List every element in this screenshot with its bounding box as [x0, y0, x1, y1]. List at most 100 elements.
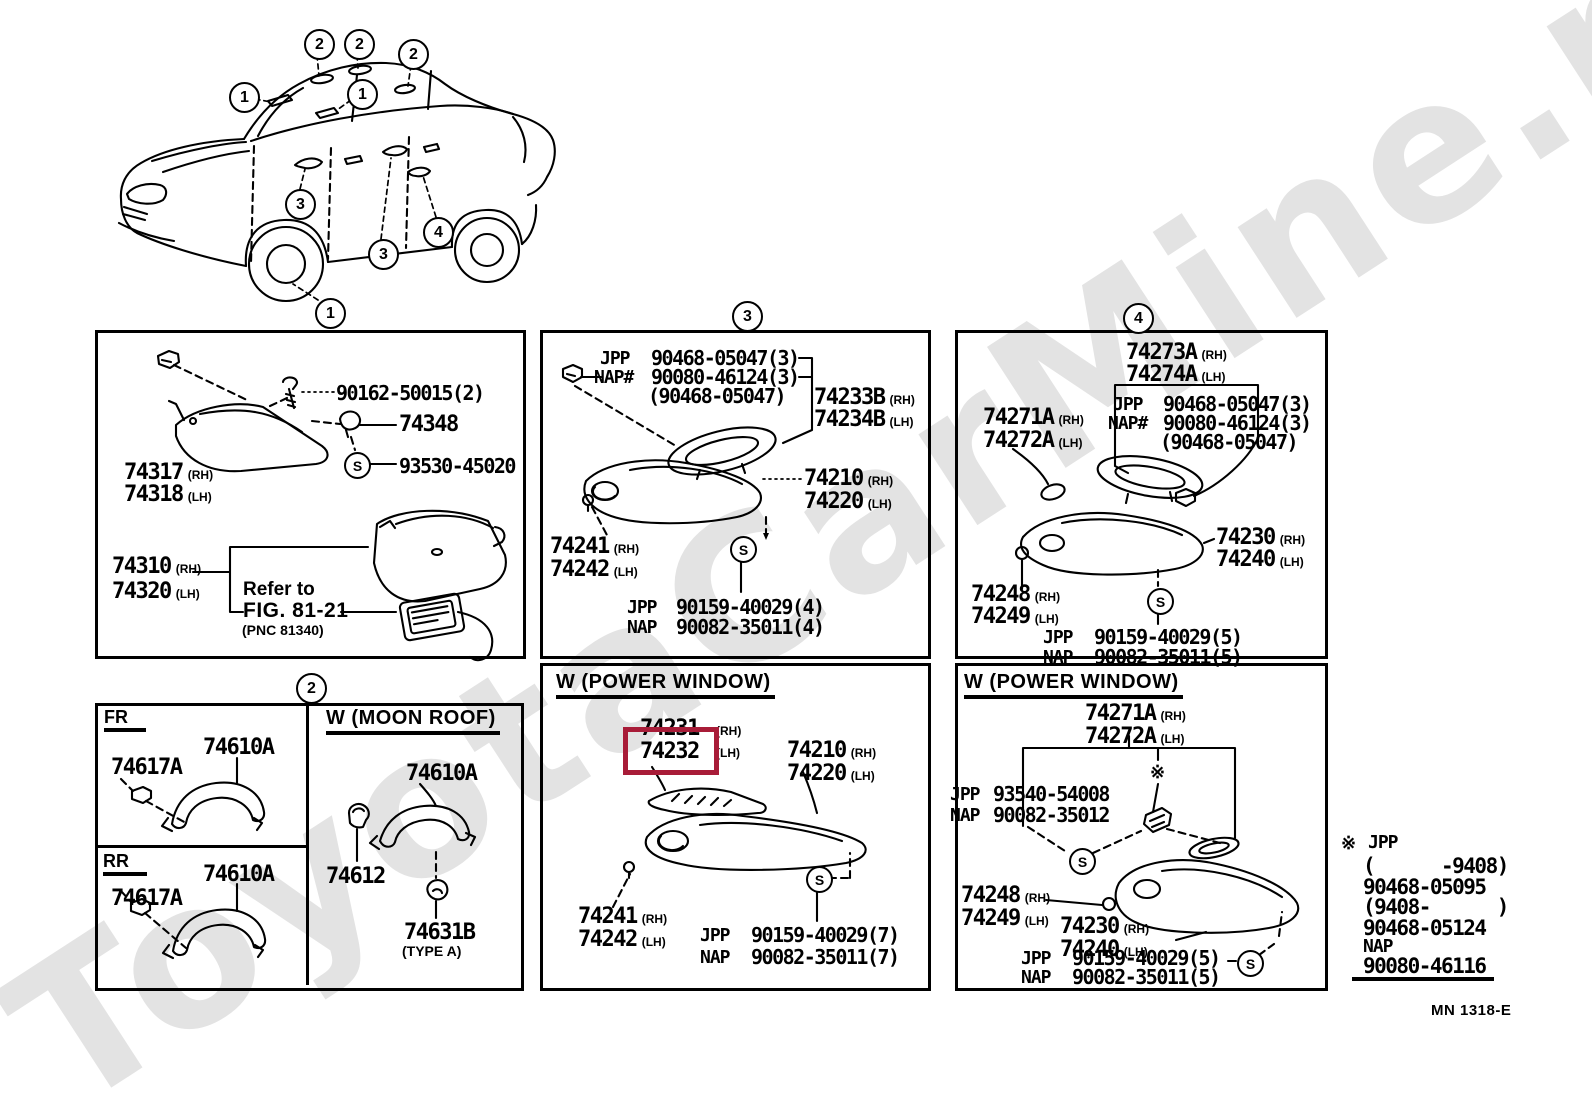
car-callout-2c: 2 [398, 39, 429, 70]
part-number: 74273A [1126, 340, 1198, 365]
part-number: 74272A [983, 428, 1055, 453]
side-marker: (RH) [175, 562, 202, 576]
box-power-window-front [540, 663, 931, 991]
nap-tag: NAP [1021, 967, 1051, 988]
part-74610A-moon: 74610A [406, 761, 478, 786]
jpp-tag: JPP [950, 784, 980, 805]
date-range-2: (9408- ) [1363, 895, 1509, 919]
callout-number: 4 [434, 223, 443, 241]
part-90082-35011-5b: 90082-35011(5) [1072, 965, 1221, 989]
part-74617A-rr: 74617A [111, 886, 183, 911]
part-74612: 74612 [326, 864, 386, 889]
refer-to-text: Refer to [243, 579, 315, 600]
part-74274A: 74274A(LH) [1126, 364, 1225, 386]
part-74610A-rr: 74610A [203, 862, 275, 887]
side-marker: (LH) [641, 935, 666, 949]
highlight-74232 [623, 727, 719, 775]
part-74249: 74249(LH) [971, 606, 1059, 628]
part-number: 74240 [1216, 547, 1276, 572]
car-illustration [117, 54, 556, 303]
jpp-tag: JPP [700, 925, 730, 946]
callout-box3: 3 [732, 301, 763, 332]
part-74272A: 74272A(LH) [1085, 726, 1184, 748]
part-90159-40029-5: 90159-40029(5) [1094, 625, 1243, 649]
nap-tag: NAP [1043, 647, 1073, 668]
part-number: 74241 [550, 534, 610, 559]
part-90159-40029-4: 90159-40029(4) [676, 595, 825, 619]
part-93530-45020: 93530-45020 [399, 454, 516, 478]
side-marker: (LH) [1058, 436, 1083, 450]
part-90082-35011-5: 90082-35011(5) [1094, 645, 1243, 669]
side-marker: (LH) [175, 587, 200, 601]
side-marker: (RH) [1123, 922, 1150, 936]
part-74230: 74230(RH) [1216, 527, 1305, 549]
part-number: 74310 [112, 554, 172, 579]
car-callout-2a: 2 [304, 29, 335, 60]
side-marker: (LH) [1201, 370, 1226, 384]
nap-tag: NAP [1363, 936, 1393, 957]
callout-box2: 2 [296, 673, 327, 704]
part-number: 74271A [1085, 701, 1157, 726]
box-front-armrest [540, 330, 931, 659]
part-90082-35012: 90082-35012 [993, 803, 1110, 827]
part-number: 74242 [550, 557, 610, 582]
part-74240: 74240(LH) [1060, 939, 1148, 961]
part-number: 74320 [112, 579, 172, 604]
jpp-tag: JPP [1021, 948, 1051, 969]
car-callout-2b: 2 [344, 29, 375, 60]
jpp-tag: JPP [600, 348, 630, 369]
s-symbol: S [344, 452, 371, 479]
side-marker: (LH) [889, 415, 914, 429]
part-74233B: 74233B(RH) [814, 387, 915, 409]
side-marker: (LH) [187, 490, 212, 504]
side-marker: (LH) [867, 497, 892, 511]
s-letter: S [1077, 853, 1088, 870]
part-number: 74233B [814, 385, 886, 410]
part-90080-46124: 90080-46124(3) [651, 365, 800, 389]
part-74210: 74210(RH) [804, 468, 893, 490]
part-90468-05047-alt: (90468-05047) [648, 384, 787, 408]
callout-box1: 1 [315, 298, 346, 329]
callout-number: 3 [743, 307, 752, 325]
section-power-window-rear: W (POWER WINDOW) [964, 672, 1183, 699]
side-marker: (RH) [187, 468, 214, 482]
nap-tag: NAP [627, 617, 657, 638]
pnc-reference: (PNC 81340) [242, 622, 324, 638]
car-callout-3b: 3 [368, 239, 399, 270]
part-90159-40029-7: 90159-40029(7) [751, 923, 900, 947]
side-marker: (RH) [1201, 348, 1227, 362]
part-74617A-fr: 74617A [111, 755, 183, 780]
nap-tag: NAP# [594, 367, 634, 388]
part-number: 74230 [1060, 914, 1120, 939]
part-74271A: 74271A(RH) [1085, 703, 1186, 725]
car-callout-1a: 1 [229, 82, 260, 113]
part-93540-54008: 93540-54008 [993, 782, 1110, 806]
reference-mark: ※ [1150, 762, 1166, 782]
part-74242: 74242(LH) [578, 929, 666, 951]
callout-number: 2 [307, 679, 316, 697]
s-symbol: S [806, 866, 833, 893]
callout-number: 2 [355, 35, 364, 53]
part-74248: 74248(RH) [961, 885, 1050, 907]
jpp-tag: JPP [627, 597, 657, 618]
callout-number: 2 [315, 35, 324, 53]
side-marker: (LH) [1024, 914, 1049, 928]
part-number: 74241 [578, 904, 638, 929]
side-marker: (RH) [613, 542, 640, 556]
s-letter: S [1155, 593, 1166, 610]
side-marker: (LH) [1034, 612, 1059, 626]
part-74310: 74310(RH) [112, 556, 201, 578]
side-marker: (LH) [1123, 945, 1148, 959]
s-letter: S [814, 871, 825, 888]
part-74240: 74240(LH) [1216, 549, 1304, 571]
part-74248: 74248(RH) [971, 584, 1060, 606]
part-74220: 74220(LH) [787, 763, 875, 785]
part-74230: 74230(RH) [1060, 916, 1149, 938]
jpp-tag: JPP [1043, 627, 1073, 648]
date-range-1: ( -9408) [1363, 854, 1509, 878]
part-90159-40029-5: 90159-40029(5) [1072, 946, 1221, 970]
side-marker: (RH) [850, 746, 877, 760]
section-rr: RR [103, 852, 147, 876]
part-74610A-fr: 74610A [203, 735, 275, 760]
section-moon-roof: W (MOON ROOF) [326, 708, 500, 735]
